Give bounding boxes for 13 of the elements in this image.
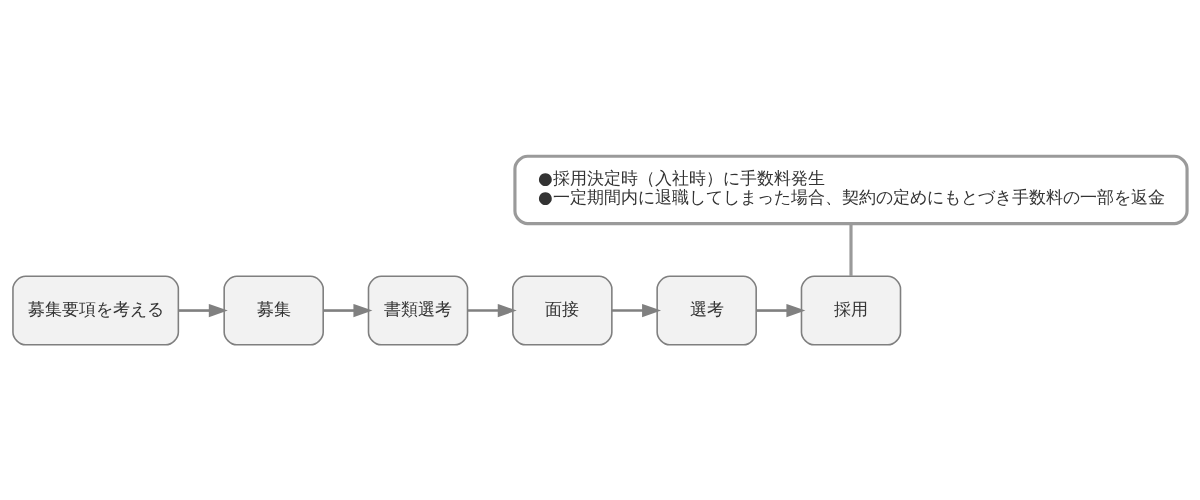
- node-box: 募集: [223, 275, 324, 346]
- arrow: [467, 303, 517, 317]
- arrow: [178, 303, 228, 317]
- arrow: [756, 303, 806, 317]
- arrow: [611, 303, 662, 317]
- node-box: 募集要項を考える: [12, 275, 180, 346]
- node-box: ●採用決定時（入社時）に手数料発生 ●一定期間内に退職してしまった場合、契約の定めにもとづき手数料の一部を返金: [513, 154, 1189, 225]
- arrow: [323, 303, 373, 317]
- node-box: 選考: [656, 275, 757, 346]
- node-box: 面接: [512, 275, 613, 346]
- node-box: 書類選考: [367, 275, 469, 346]
- connector: [849, 223, 853, 276]
- node-box: 採用: [800, 275, 902, 346]
